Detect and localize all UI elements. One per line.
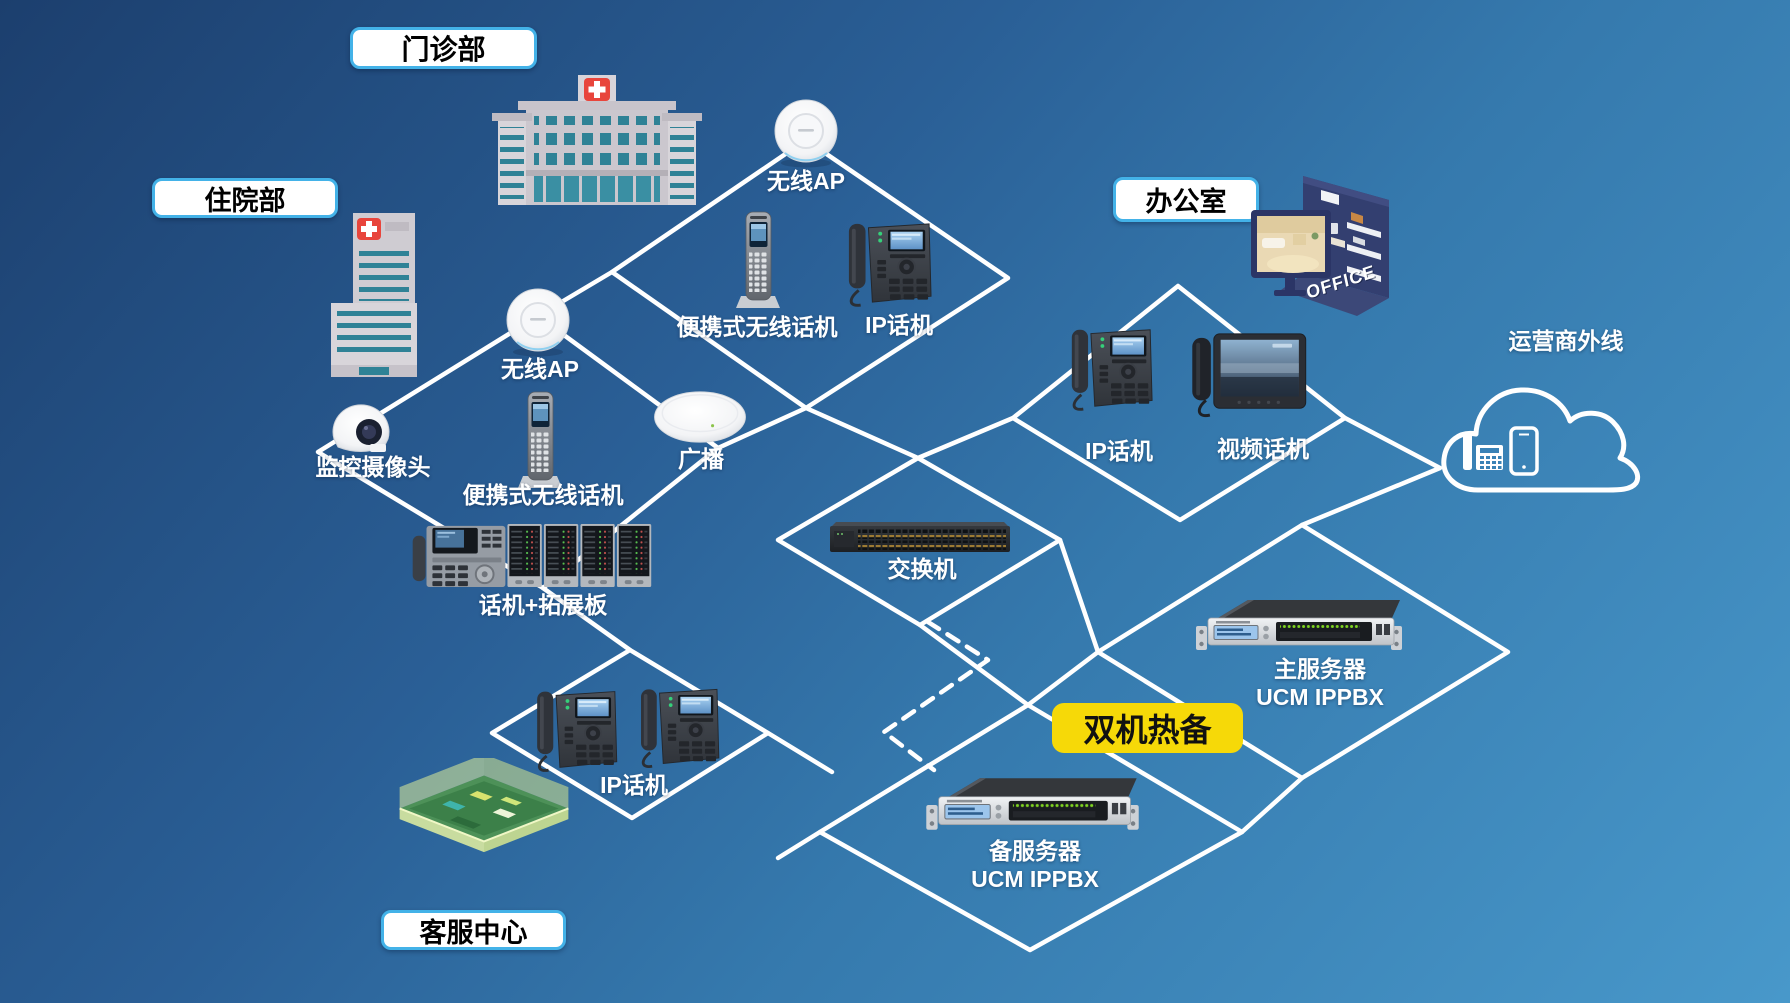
hot-standby-badge: 双机热备: [1052, 703, 1243, 753]
label-wireless-ap-top: 无线AP: [767, 168, 845, 194]
label-main-server: 主服务器: [1274, 656, 1366, 682]
zone-label-outpatient: 门诊部: [350, 27, 537, 69]
broadcast-speaker-icon: [650, 388, 750, 446]
zone-label-outpatient-text: 门诊部: [401, 34, 486, 65]
phone-with-expansion-icon: [412, 520, 654, 591]
label-phone-with-expansion: 话机+拓展板: [478, 592, 608, 618]
label-ip-phone-service: IP话机: [600, 772, 668, 798]
label-portable-wireless-phone-inpatient: 便携式无线话机: [462, 482, 624, 508]
ip-phone-top-icon: [845, 216, 933, 309]
portable-wireless-phone-inpatient-icon: [515, 390, 565, 490]
ip-phone-office-icon: [1068, 322, 1154, 413]
label-wireless-ap-inpatient: 无线AP: [501, 356, 579, 382]
zone-label-inpatient-text: 住院部: [204, 185, 286, 216]
zone-label-service-center-text: 客服中心: [419, 917, 528, 948]
service-center-building-icon: [388, 758, 580, 855]
zone-label-service-center: 客服中心: [381, 910, 566, 950]
label-carrier-trunk: 运营商外线: [1508, 328, 1624, 354]
video-phone-icon: [1190, 330, 1308, 418]
office-room-graphic: [1247, 176, 1389, 328]
wireless-ap-top-icon: [771, 99, 841, 169]
label-backup-server: 备服务器: [989, 838, 1081, 864]
backup-server-icon: [925, 772, 1140, 838]
desk-phone-glyph: [1463, 434, 1503, 470]
main-server-icon: [1196, 594, 1402, 658]
inpatient-building-icon: [325, 213, 423, 383]
zone-label-office-text: 办公室: [1145, 187, 1227, 217]
office-room-icon: OFFICE: [1247, 176, 1389, 328]
label-ip-phone-office: IP话机: [1085, 438, 1153, 464]
label-video-phone: 视频话机: [1217, 436, 1309, 462]
smartphone-glyph: [1509, 426, 1539, 476]
portable-wireless-phone-top-icon: [733, 210, 783, 310]
label-main-server-model: UCM IPPBX: [1256, 684, 1384, 710]
label-switch: 交换机: [887, 556, 957, 582]
ip-phone-service-icon-2: [635, 682, 723, 770]
hot-standby-dashed-link: [881, 619, 991, 773]
label-broadcast: 广播: [678, 446, 724, 472]
outpatient-building-icon: [492, 73, 702, 205]
hot-standby-badge-text: 双机热备: [1083, 712, 1212, 748]
label-ip-phone-top: IP话机: [865, 312, 933, 338]
zone-label-inpatient: 住院部: [152, 178, 338, 218]
label-portable-wireless-phone-top: 便携式无线话机: [676, 314, 838, 340]
carrier-cloud-icon: [1441, 387, 1641, 493]
zone-label-office: 办公室: [1113, 177, 1259, 222]
label-backup-server-model: UCM IPPBX: [971, 866, 1099, 892]
network-switch-icon: [828, 514, 1012, 556]
label-cctv-camera: 监控摄像头: [315, 454, 431, 480]
cctv-camera-icon: [328, 395, 394, 455]
wireless-ap-inpatient-icon: [503, 288, 573, 358]
